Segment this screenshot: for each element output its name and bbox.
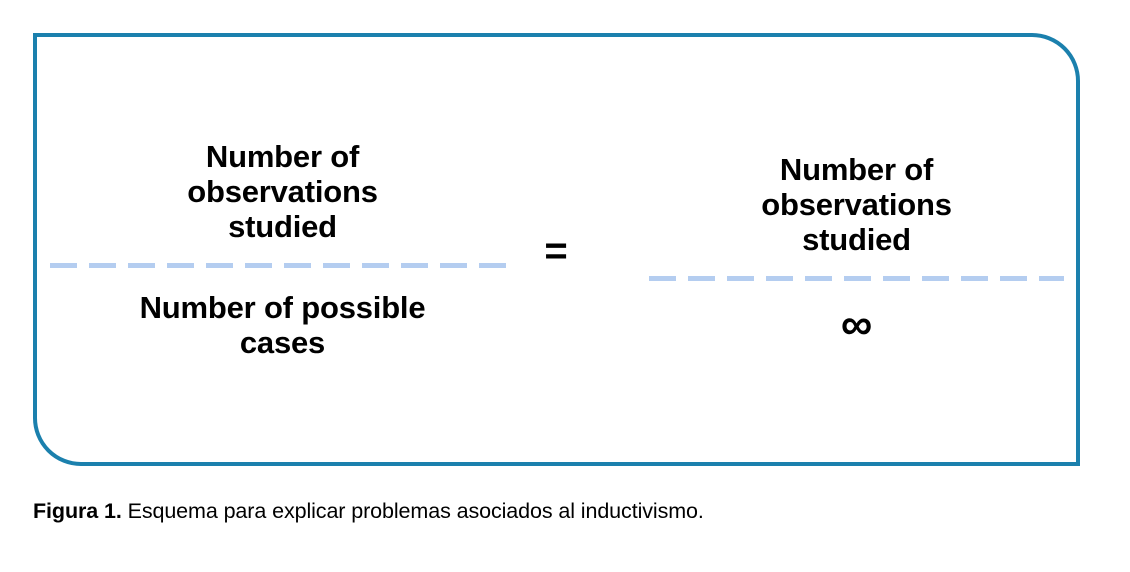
diagram-border-box: [33, 33, 1080, 466]
left-fraction-denominator: Number of possible cases: [139, 290, 426, 361]
figure-caption: Figura 1. Esquema para explicar problema…: [33, 498, 1093, 525]
equation-row: Number of observations studied Number of…: [33, 33, 1080, 466]
left-fraction-numerator: Number of observations studied: [187, 138, 378, 244]
left-fraction: Number of observations studied Number of…: [50, 139, 515, 360]
infinity-icon: ∞: [840, 300, 873, 350]
figure-caption-label: Figura 1.: [33, 499, 122, 523]
right-fraction: Number of observations studied ∞: [649, 152, 1064, 347]
left-fraction-bar: [50, 263, 515, 268]
figure-caption-text: Esquema para explicar problemas asociado…: [121, 499, 704, 523]
right-fraction-numerator: Number of observations studied: [761, 151, 952, 257]
right-fraction-bar: [649, 276, 1064, 282]
equals-operator: =: [544, 228, 568, 273]
